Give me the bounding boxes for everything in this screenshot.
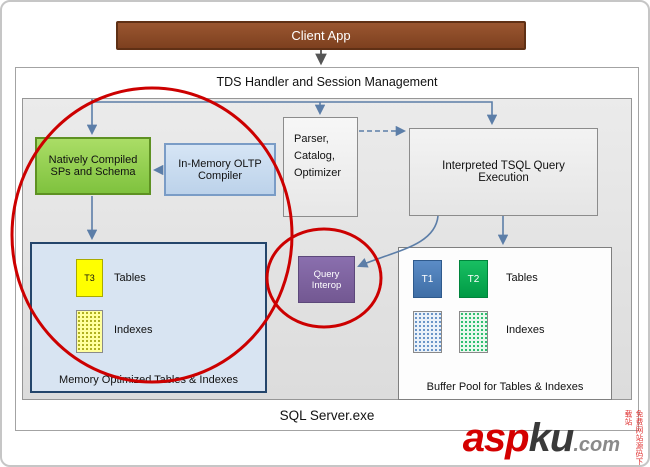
table-t3-box: T3 [76, 259, 103, 297]
buffer-pool-caption: Buffer Pool for Tables & Indexes [426, 381, 584, 393]
watermark-asp: asp [462, 416, 530, 460]
watermark-vertical-text: 免费网站源码下载站 [624, 410, 644, 466]
buffer-tables-label: Tables [506, 272, 538, 284]
buffer-index-t1-box [413, 311, 442, 353]
table-t1-box: T1 [413, 260, 442, 298]
buffer-indexes-label: Indexes [506, 324, 545, 336]
client-app-box: Client App [116, 21, 526, 50]
tds-handler-label: TDS Handler and Session Management [216, 75, 438, 89]
memory-tables-label: Tables [114, 272, 146, 284]
interpreted-tsql-box: Interpreted TSQL Query Execution [409, 128, 598, 216]
natively-compiled-box: Natively Compiled SPs and Schema [35, 137, 151, 195]
table-t2-box: T2 [459, 260, 488, 298]
query-interop-box: Query Interop [298, 256, 355, 303]
buffer-index-t2-box [459, 311, 488, 353]
inmemory-oltp-compiler-box: In-Memory OLTP Compiler [164, 143, 276, 196]
memory-optimized-panel [30, 242, 267, 393]
memory-indexes-box [76, 310, 103, 353]
memory-indexes-label: Indexes [114, 324, 153, 336]
parser-catalog-optimizer-box: Parser, Catalog, Optimizer [283, 117, 358, 217]
sql-server-exe-label: SQL Server.exe [279, 408, 375, 423]
watermark-com: .com [573, 434, 620, 456]
client-app-label: Client App [291, 28, 351, 43]
memory-optimized-caption: Memory Optimized Tables & Indexes [59, 374, 238, 386]
watermark-ku: ku [528, 416, 575, 460]
